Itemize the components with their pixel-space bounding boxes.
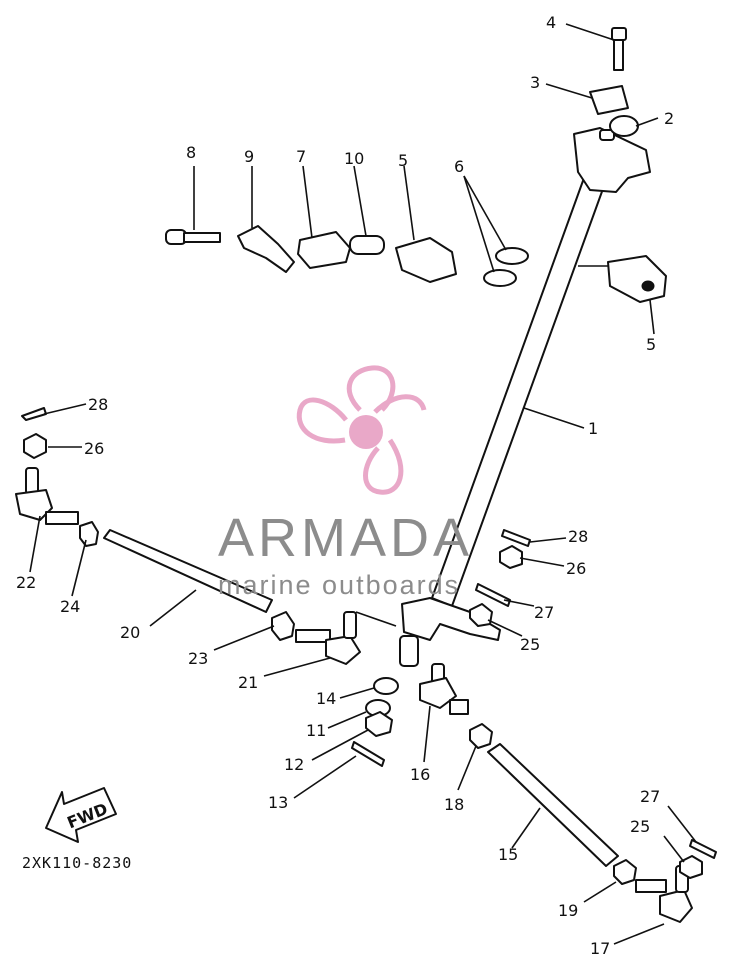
callout-9: 9 — [244, 147, 254, 166]
holder-part-5-left — [395, 237, 457, 283]
callout-18: 18 — [444, 795, 464, 814]
collar-part-10 — [349, 235, 385, 255]
bracket-part-3 — [589, 85, 629, 115]
cotter-pin-part-27-right — [689, 839, 717, 859]
callout-4: 4 — [546, 13, 556, 32]
callout-22: 22 — [16, 573, 36, 592]
callout-13: 13 — [268, 793, 288, 812]
nut-part-18 — [469, 723, 493, 749]
callout-24: 24 — [60, 597, 80, 616]
callout-19: 19 — [558, 901, 578, 920]
callout-28-right: 28 — [568, 527, 588, 546]
bolt-part-4 — [611, 27, 627, 71]
callout-5-right: 5 — [646, 335, 656, 354]
callout-28-left: 28 — [88, 395, 108, 414]
tie-rod-part-20 — [103, 529, 273, 613]
tie-rod-part-15 — [487, 743, 619, 867]
nut-part-26-left — [23, 433, 47, 459]
tie-rod-end-part-22 — [15, 467, 79, 525]
callout-23: 23 — [188, 649, 208, 668]
column-shaft-end — [399, 635, 419, 667]
callout-26-left: 26 — [84, 439, 104, 458]
watermark-hub — [349, 415, 383, 449]
leader-lines — [29, 23, 697, 945]
callout-15: 15 — [498, 845, 518, 864]
cotter-pin-part-28-right — [501, 529, 531, 547]
callout-25-center: 25 — [520, 635, 540, 654]
steering-column — [399, 127, 651, 667]
washer-part-6-a — [495, 247, 529, 265]
callout-11: 11 — [306, 721, 326, 740]
cotter-pin-part-28-left — [21, 407, 47, 421]
callout-20: 20 — [120, 623, 140, 642]
callout-25-right: 25 — [630, 817, 650, 836]
callout-12: 12 — [284, 755, 304, 774]
watermark-tagline: marine outboards — [218, 570, 460, 600]
fwd-arrow-icon: FWD — [45, 787, 117, 843]
watermark-brand: ARMADA — [218, 508, 473, 568]
cotter-pin-part-27-center — [475, 583, 511, 607]
tie-rod-end-part-21 — [295, 611, 361, 665]
callout-6: 6 — [454, 157, 464, 176]
nut-part-24 — [79, 521, 99, 547]
plate-part-7 — [297, 231, 351, 269]
callout-21: 21 — [238, 673, 258, 692]
nut-part-12 — [365, 711, 393, 737]
cotter-pin-part-13 — [351, 741, 385, 767]
watermark-propeller-logo — [296, 365, 427, 495]
callout-7: 7 — [296, 147, 306, 166]
callout-10: 10 — [344, 149, 364, 168]
callout-2: 2 — [664, 109, 674, 128]
callout-26-right: 26 — [566, 559, 586, 578]
callout-27-center: 27 — [534, 603, 554, 622]
washer-part-14 — [373, 677, 399, 695]
nut-part-25-right — [679, 855, 703, 879]
callout-16: 16 — [410, 765, 430, 784]
tie-rod-end-part-16 — [419, 663, 469, 715]
callout-27-right: 27 — [640, 787, 660, 806]
nut-part-19 — [613, 859, 637, 885]
washer-part-6-b — [483, 269, 517, 287]
nut-part-23 — [271, 611, 295, 641]
callout-3: 3 — [530, 73, 540, 92]
callout-8: 8 — [186, 143, 196, 162]
bolt-part-8 — [165, 229, 221, 245]
callout-labels: 1 2 3 4 5 5 6 7 8 9 10 11 12 13 14 15 16… — [16, 13, 674, 958]
bushing-part-2 — [609, 115, 639, 137]
holder-part-5-right — [607, 255, 667, 303]
callout-17: 17 — [590, 939, 610, 958]
callout-14: 14 — [316, 689, 336, 708]
nut-part-25-center — [469, 603, 493, 627]
lock-plate-part-9 — [237, 225, 295, 273]
diagram-code: 2XK110-8230 — [22, 854, 132, 872]
nut-part-26-right — [499, 545, 523, 569]
callout-5-left: 5 — [398, 151, 408, 170]
column-top-clamp — [573, 127, 651, 193]
callout-1: 1 — [588, 419, 598, 438]
